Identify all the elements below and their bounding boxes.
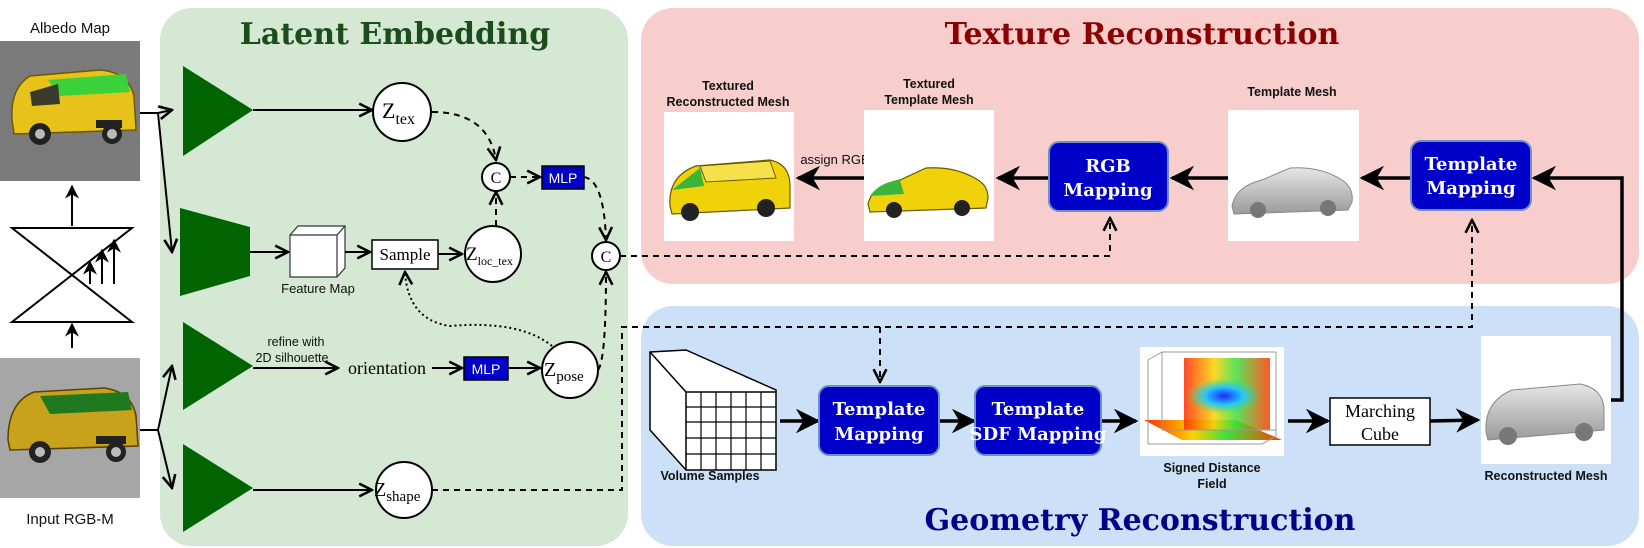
refine-label-1: refine with (268, 335, 325, 349)
template-sdf-mapping-box (974, 385, 1102, 456)
sdf-label-2: Field (1197, 477, 1226, 491)
reconstructed-mesh-label: Reconstructed Mesh (1485, 469, 1608, 483)
z-tex-subscript: tex (395, 111, 415, 128)
texture-title: Texture Reconstruction (945, 17, 1340, 52)
svg-text:Zloc_tex: Zloc_tex (466, 244, 513, 268)
marching-cube-label-1: Marching (1345, 401, 1415, 421)
z-shape-symbol: Z (374, 479, 386, 501)
textured-recon-label-1: Textured (702, 79, 754, 93)
refine-label-2: 2D silhouette (256, 351, 329, 365)
marching-cube-box (1329, 397, 1431, 446)
concat-label-1: C (491, 170, 502, 187)
template-mapping-texture-box (1410, 140, 1532, 211)
sample-label: Sample (380, 245, 431, 264)
encoder-feature (180, 208, 250, 296)
volume-samples-label: Volume Samples (660, 469, 759, 483)
z-loc-tex-node (464, 225, 522, 283)
albedo-map-image (0, 41, 140, 181)
z-loc-symbol: Z (466, 244, 478, 265)
textured-template-label-1: Textured (903, 77, 955, 91)
rgb-mapping-box (1048, 141, 1169, 212)
z-tex-symbol: Z (382, 98, 395, 123)
template-mapping-geometry-label-2: Mapping (834, 424, 924, 445)
template-mapping-texture-label-1: Template (1425, 154, 1518, 175)
geometry-title: Geometry Reconstruction (925, 503, 1356, 538)
sdf-label-1: Signed Distance (1163, 461, 1260, 475)
latent-title: Latent Embedding (240, 17, 550, 52)
volume-samples-cube (649, 349, 777, 471)
feature-map-label: Feature Map (281, 281, 355, 296)
concat-label-2: C (601, 249, 612, 266)
reconstructed-mesh-image (1481, 336, 1611, 464)
template-mapping-texture-label-2: Mapping (1426, 178, 1516, 199)
template-mesh-label: Template Mesh (1247, 85, 1336, 99)
template-mesh-image (1228, 110, 1359, 241)
rgb-mapping-label-2: Mapping (1063, 180, 1153, 201)
svg-text:Ztex: Ztex (382, 98, 415, 128)
latent-embedding-panel (160, 8, 628, 546)
albedo-label: Albedo Map (30, 20, 110, 37)
mlp-label-2: MLP (472, 361, 501, 377)
mlp-label-1: MLP (549, 170, 578, 186)
sdf-mapping-label-2: SDF Mapping (970, 424, 1107, 445)
template-mapping-geometry-box (818, 385, 940, 456)
svg-text:Zpose: Zpose (544, 359, 584, 385)
marching-cube-label-2: Cube (1361, 424, 1399, 444)
sdf-mapping-label-1: Template (992, 399, 1085, 420)
input-rgb-m-image (0, 358, 140, 498)
unet-block (9, 184, 135, 348)
z-shape-subscript: shape (386, 489, 420, 505)
feature-map-cube (289, 225, 346, 278)
encoder-shape (183, 444, 253, 532)
encoder-pose (183, 322, 253, 410)
encoder-tex (183, 66, 253, 156)
template-mapping-geometry-label-1: Template (833, 399, 926, 420)
rgb-mapping-label-1: RGB (1085, 156, 1131, 177)
textured-recon-label-2: Reconstructed Mesh (667, 95, 790, 109)
input-label: Input RGB-M (26, 511, 114, 528)
svg-text:Zshape: Zshape (374, 479, 421, 505)
textured-template-mesh-image (864, 110, 994, 241)
signed-distance-field-image (1140, 347, 1284, 456)
z-pose-subscript: pose (556, 369, 584, 385)
z-pose-symbol: Z (544, 359, 556, 381)
sample-box (371, 239, 439, 270)
textured-reconstructed-mesh-image (664, 112, 794, 241)
z-tex-node (372, 82, 432, 142)
textured-template-label-2: Template Mesh (884, 93, 973, 107)
z-loc-subscript: loc_tex (478, 254, 513, 268)
assign-rgb-label: assign RGB (800, 152, 869, 167)
orientation-label: orientation (348, 358, 426, 378)
